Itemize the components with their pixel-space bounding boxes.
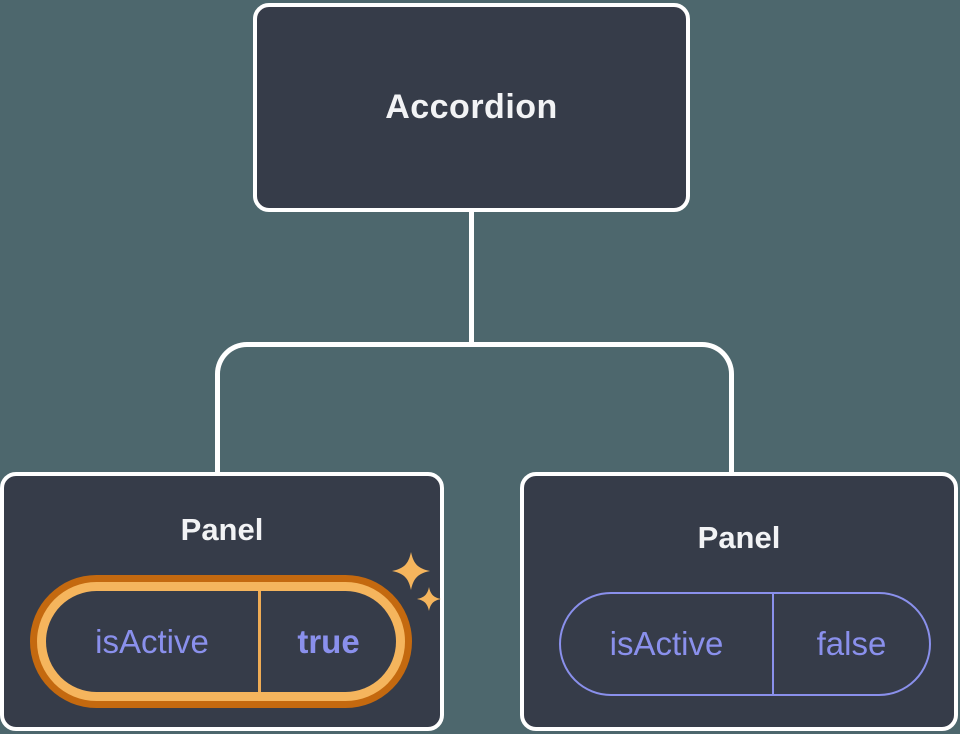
component-node-accordion: Accordion (253, 3, 690, 212)
component-node-panel-active: Panel isActive true (0, 472, 444, 731)
component-node-panel-inactive: Panel isActive false (520, 472, 958, 731)
connector-stem (469, 212, 474, 346)
pill-divider (772, 594, 774, 694)
state-value: false (816, 625, 887, 662)
state-pill-inactive: isActive false (559, 592, 931, 696)
pill-divider (258, 591, 261, 692)
state-value: true (297, 622, 360, 660)
accordion-node-label: Accordion (385, 88, 558, 126)
state-key: isActive (95, 622, 209, 660)
state-pill-active-body: isActive true (46, 591, 396, 692)
panel-node-label: Panel (180, 512, 264, 547)
panel-node-label: Panel (697, 520, 781, 555)
connector-branches (215, 342, 734, 473)
state-key: isActive (609, 625, 724, 662)
state-pill-active-ring: isActive true (37, 582, 405, 701)
state-pill-active: isActive true (30, 575, 412, 708)
